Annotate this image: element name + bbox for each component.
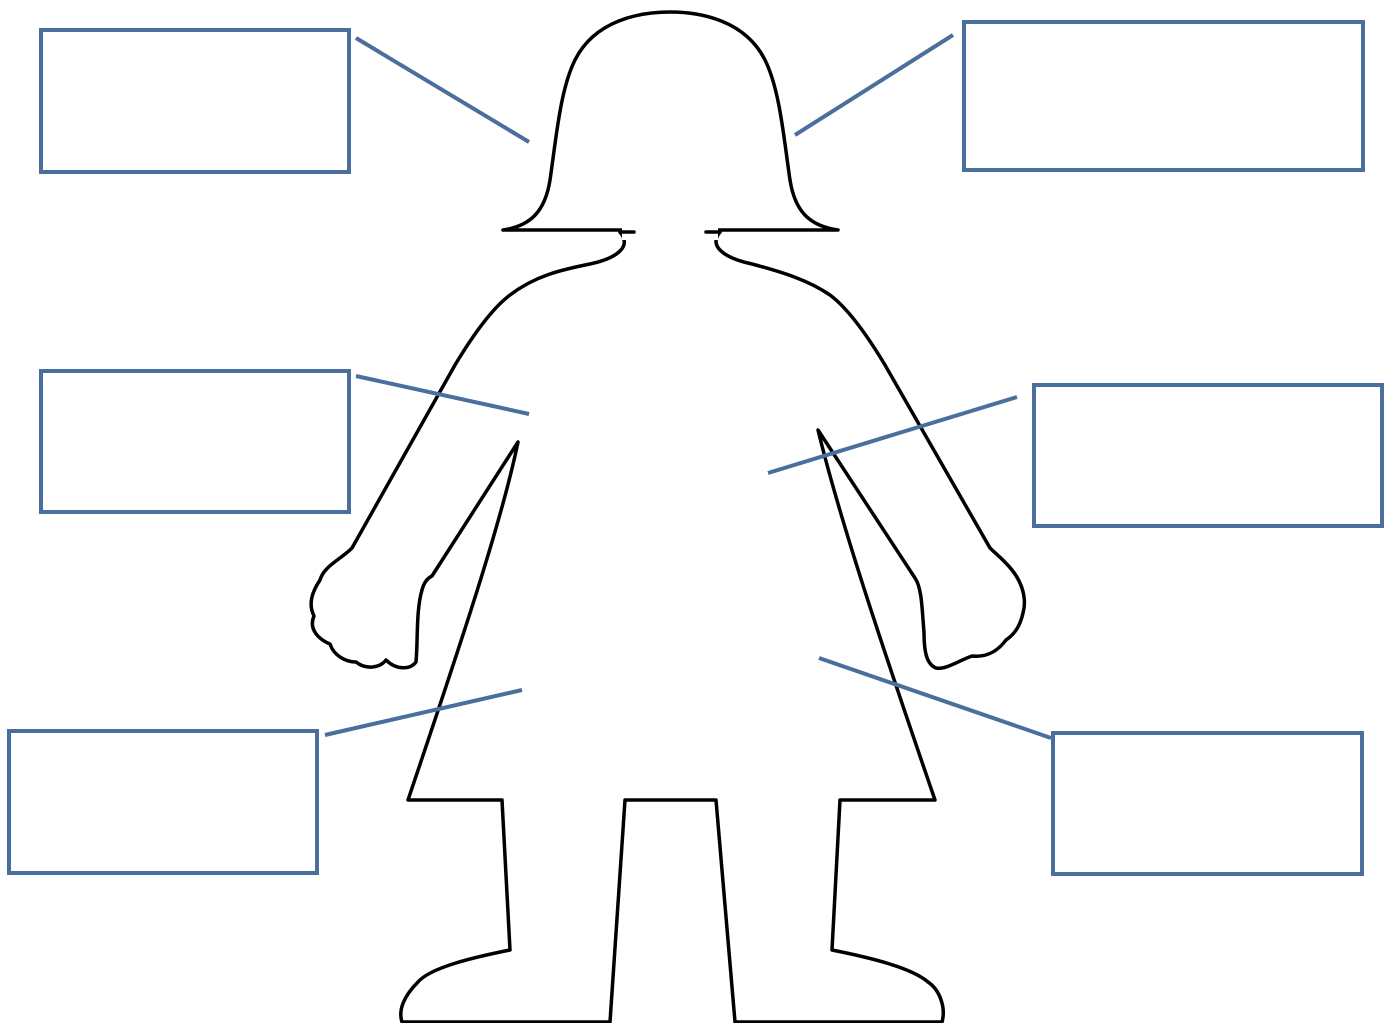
label-box-top-right[interactable] xyxy=(964,22,1363,170)
label-box-top-left[interactable] xyxy=(41,30,349,172)
head-outline xyxy=(503,12,838,230)
leader-line-top-right xyxy=(795,35,953,135)
label-box-bottom-right[interactable] xyxy=(1053,733,1362,874)
body-outline xyxy=(311,232,1024,1022)
leader-line-top-left xyxy=(356,38,529,142)
label-box-bottom-left[interactable] xyxy=(9,731,317,873)
label-box-middle-right[interactable] xyxy=(1034,385,1382,526)
neck-outline xyxy=(622,226,718,240)
person-outline-icon xyxy=(311,12,1024,1022)
label-box-middle-left[interactable] xyxy=(41,371,349,512)
